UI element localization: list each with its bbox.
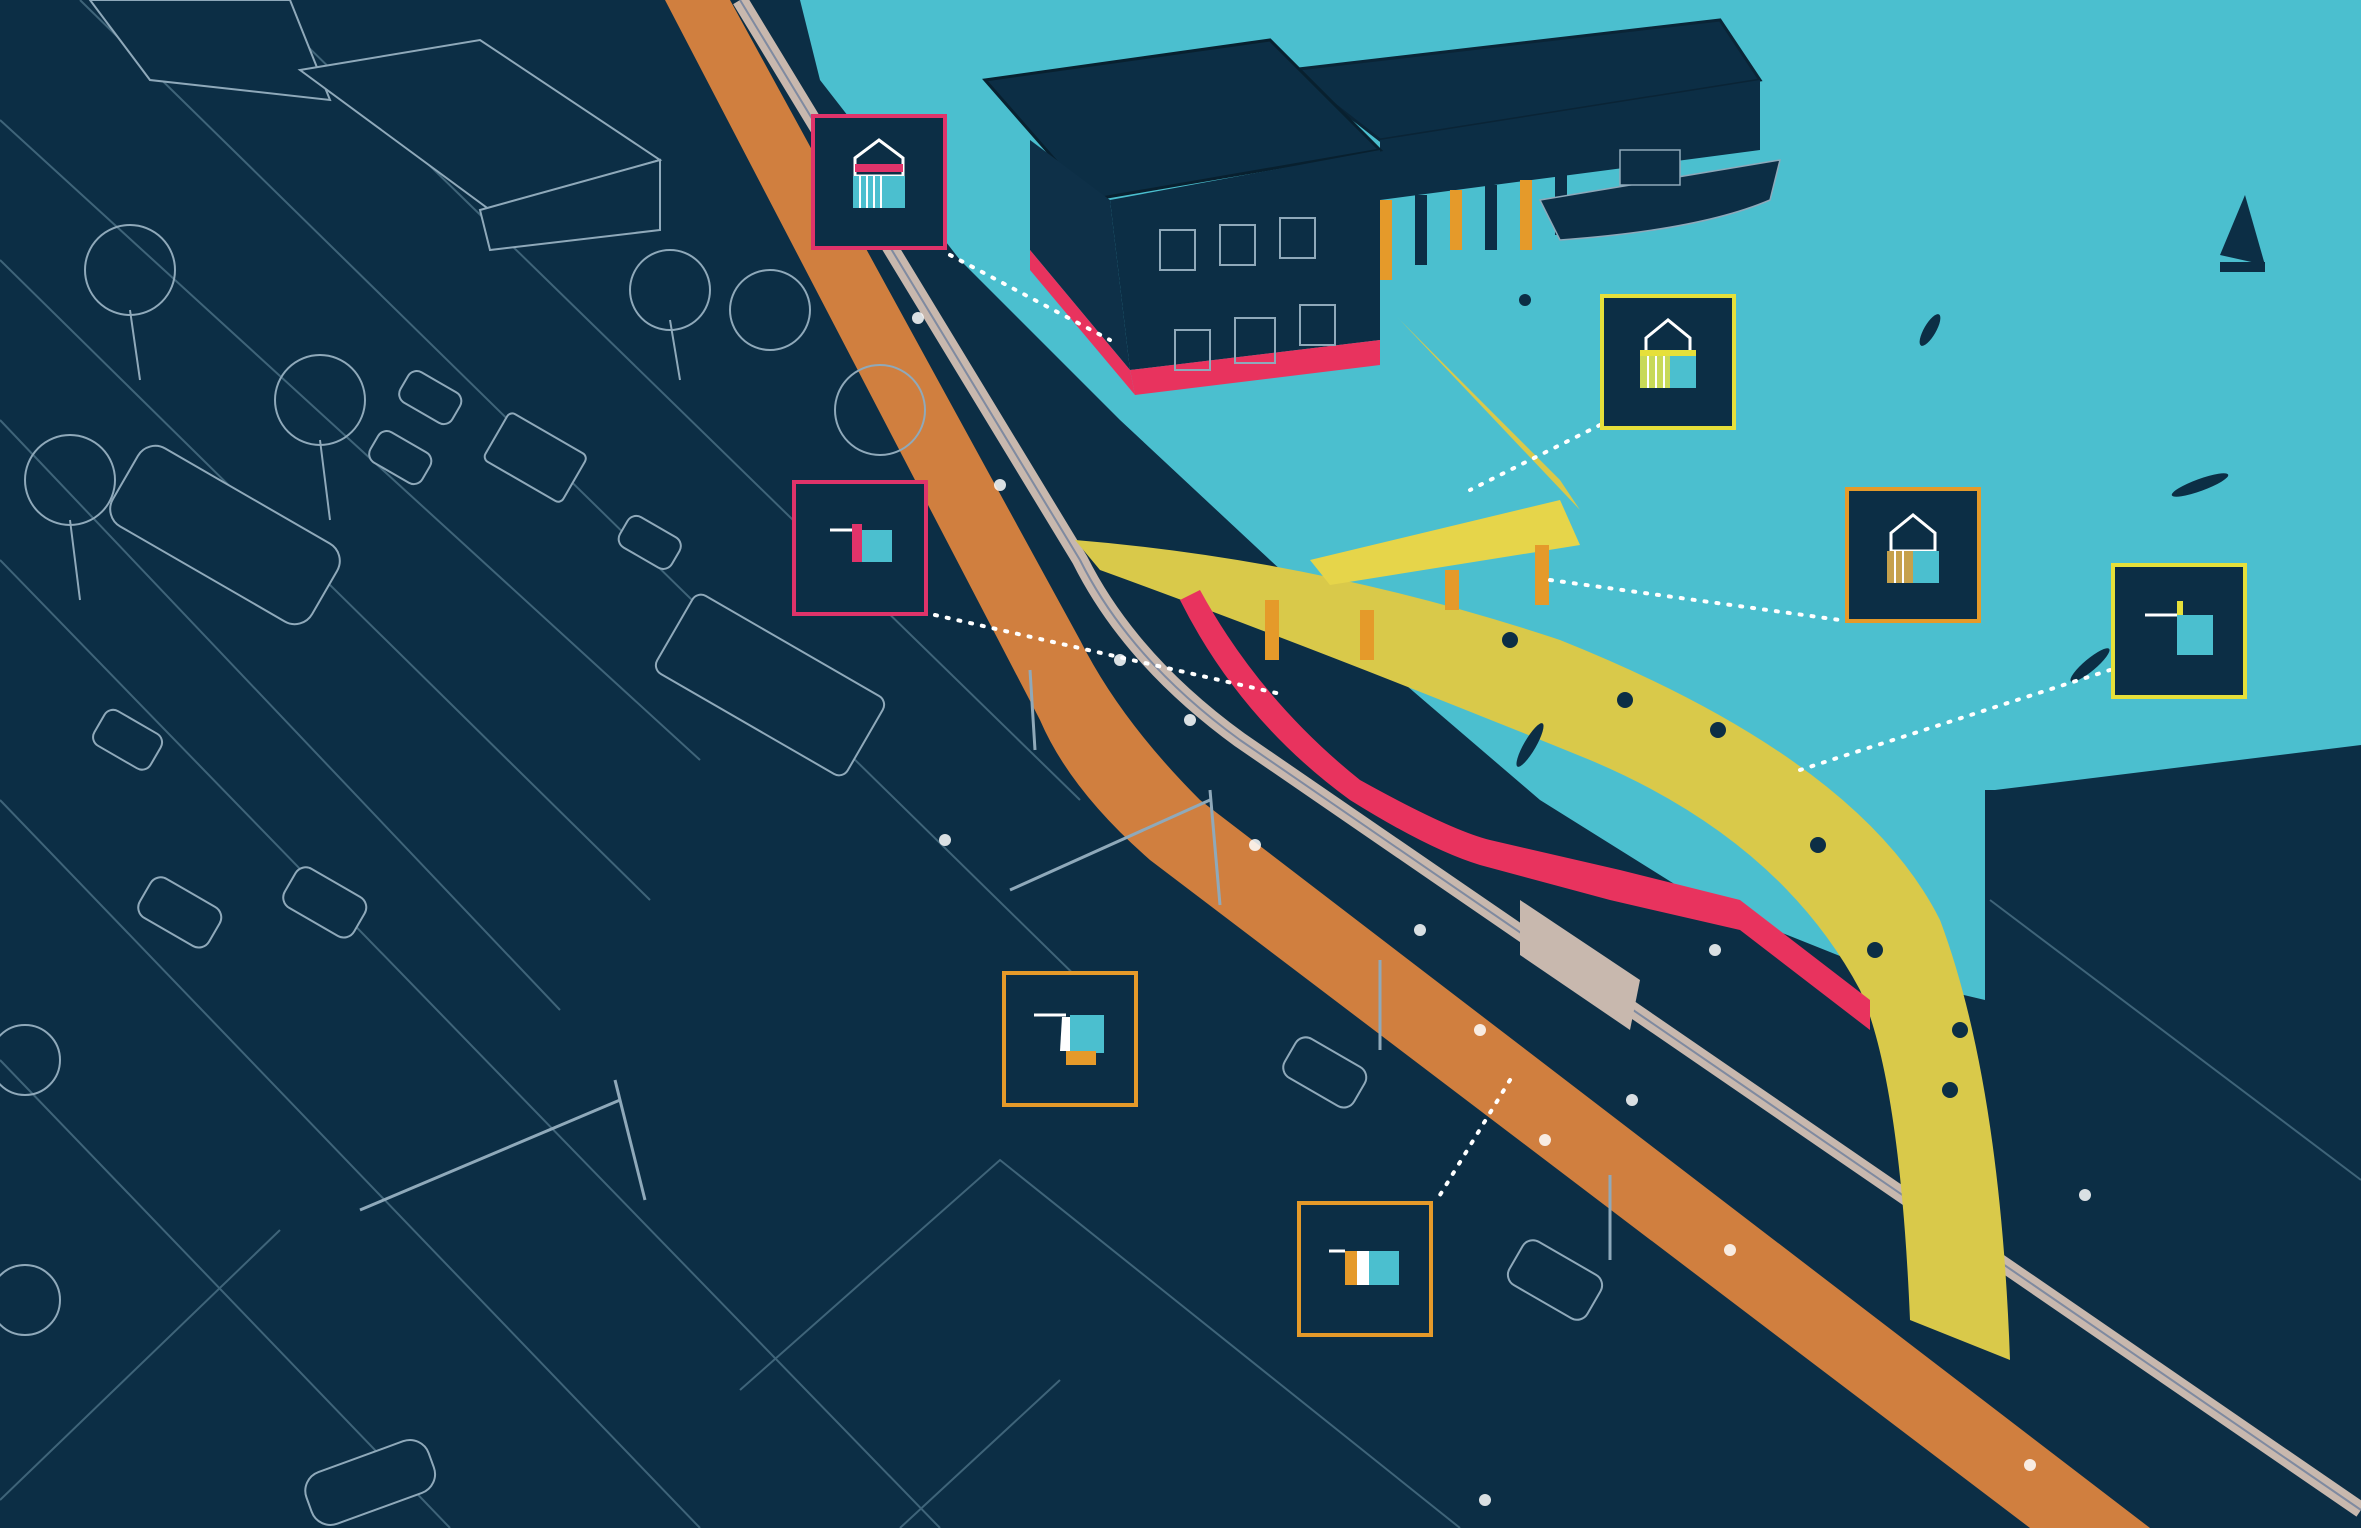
building-section-icon	[1640, 318, 1696, 388]
ramp-section-icon	[830, 524, 892, 562]
red-ramp	[1180, 590, 1870, 1030]
callout-building-yellow[interactable]	[1600, 294, 1736, 430]
people-and-kayaks	[1502, 294, 2229, 1098]
platform-slab	[1520, 900, 1640, 1030]
building-section-icon	[1887, 513, 1939, 583]
street-trees	[0, 224, 926, 1336]
callout-seating-orange[interactable]	[1002, 971, 1138, 1107]
pier-building	[982, 18, 1763, 395]
right-block	[1995, 745, 2361, 1528]
seating-section-icon	[1034, 1013, 1104, 1065]
callout-leaders	[933, 253, 2112, 1197]
building-section-icon	[853, 138, 905, 208]
callout-building-red[interactable]	[811, 114, 947, 250]
edge-section-icon	[1329, 1249, 1399, 1285]
tugboat	[1538, 149, 1782, 241]
rail-track-inner	[739, 0, 2361, 1511]
bridge-section-icon	[2145, 601, 2213, 655]
traffic-signals	[359, 669, 1612, 1260]
callout-ramp-red[interactable]	[792, 480, 928, 616]
callout-edge-orange[interactable]	[1297, 1201, 1433, 1337]
yellow-bridge-deck	[1075, 540, 2010, 1360]
callout-building-orange[interactable]	[1845, 487, 1981, 623]
callout-bridge-yellow[interactable]	[2111, 563, 2247, 699]
yellow-bridge-stair	[1310, 500, 1580, 585]
background-buildings	[88, 0, 663, 252]
sailboat	[2220, 195, 2265, 272]
vehicles	[92, 370, 1604, 1526]
bridge-piers	[1265, 545, 1549, 660]
